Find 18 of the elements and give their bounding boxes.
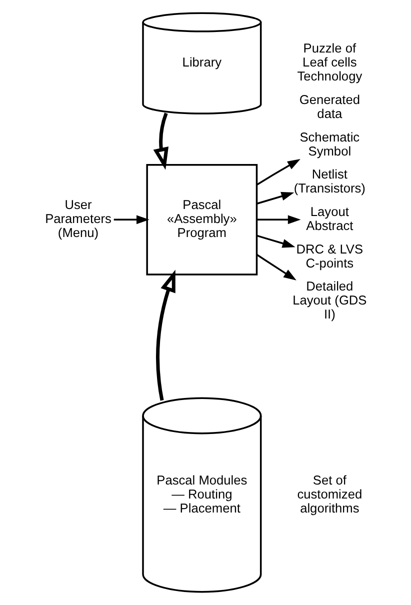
label: Generated data [298,92,360,121]
node-text: Netlist (Transistors) [293,166,365,196]
node-text: DRC & LVS C-points [296,241,363,270]
node-text: Layout Abstract [306,204,353,233]
arrow [256,215,300,224]
arrow [256,254,296,280]
node-label: Puzzle of Leaf cells Technology [296,40,362,84]
node-text: Detailed Layout (GDS II) [292,278,366,322]
arrow [152,112,168,170]
node-box: Pascal «Assembly» Program [146,164,258,276]
arrow [113,215,149,224]
arrow [256,159,300,186]
node-text: Schematic Symbol [299,129,360,158]
node-text: User Parameters (Menu) [44,196,111,240]
arrow [156,270,175,401]
node-label: Set of customized algorithms [296,472,362,516]
arrow [256,234,295,248]
arrow [256,192,294,204]
